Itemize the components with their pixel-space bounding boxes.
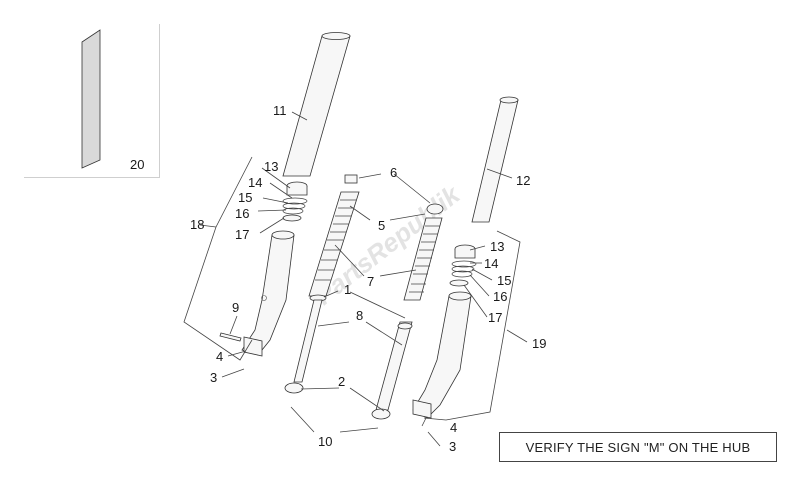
right-damper-rod <box>371 203 444 420</box>
label-9: 9 <box>232 300 239 315</box>
part-9-screw <box>219 332 242 342</box>
label-20: 20 <box>130 157 144 172</box>
label-6: 6 <box>390 165 397 180</box>
left-lower-slider <box>241 230 295 357</box>
label-11: 11 <box>273 103 287 118</box>
left-spring-stack <box>282 181 308 222</box>
label-16a: 16 <box>235 206 249 221</box>
callout-labels: 1 2 3 3 4 4 5 6 7 8 9 10 11 12 13 13 14 … <box>130 103 546 454</box>
label-4a: 4 <box>216 349 223 364</box>
label-8: 8 <box>356 308 363 323</box>
label-17a: 17 <box>235 227 249 242</box>
part-20-plate <box>81 29 101 169</box>
label-18: 18 <box>190 217 204 232</box>
inset-frame <box>24 24 160 178</box>
label-7: 7 <box>367 274 374 289</box>
label-3b: 3 <box>449 439 456 454</box>
label-19: 19 <box>532 336 546 351</box>
label-13b: 13 <box>490 239 504 254</box>
label-10: 10 <box>318 434 332 449</box>
label-5: 5 <box>378 218 385 233</box>
label-14b: 14 <box>484 256 498 271</box>
label-12: 12 <box>516 173 530 188</box>
label-1: 1 <box>344 282 351 297</box>
label-2: 2 <box>338 374 345 389</box>
label-16b: 16 <box>493 289 507 304</box>
label-17b: 17 <box>488 310 502 325</box>
label-15b: 15 <box>497 273 511 288</box>
left-damper-rod <box>284 174 360 394</box>
label-14a: 14 <box>248 175 262 190</box>
label-13a: 13 <box>264 159 278 174</box>
leader-lines <box>183 111 528 447</box>
right-lower-slider <box>412 291 472 419</box>
right-spring-stack <box>449 244 477 287</box>
label-15a: 15 <box>238 190 252 205</box>
hub-note: VERIFY THE SIGN "M" ON THE HUB <box>499 432 777 462</box>
part-12-right-stanchion <box>471 96 519 223</box>
label-4b: 4 <box>450 420 457 435</box>
label-3a: 3 <box>210 370 217 385</box>
part-11-left-stanchion <box>282 32 351 177</box>
